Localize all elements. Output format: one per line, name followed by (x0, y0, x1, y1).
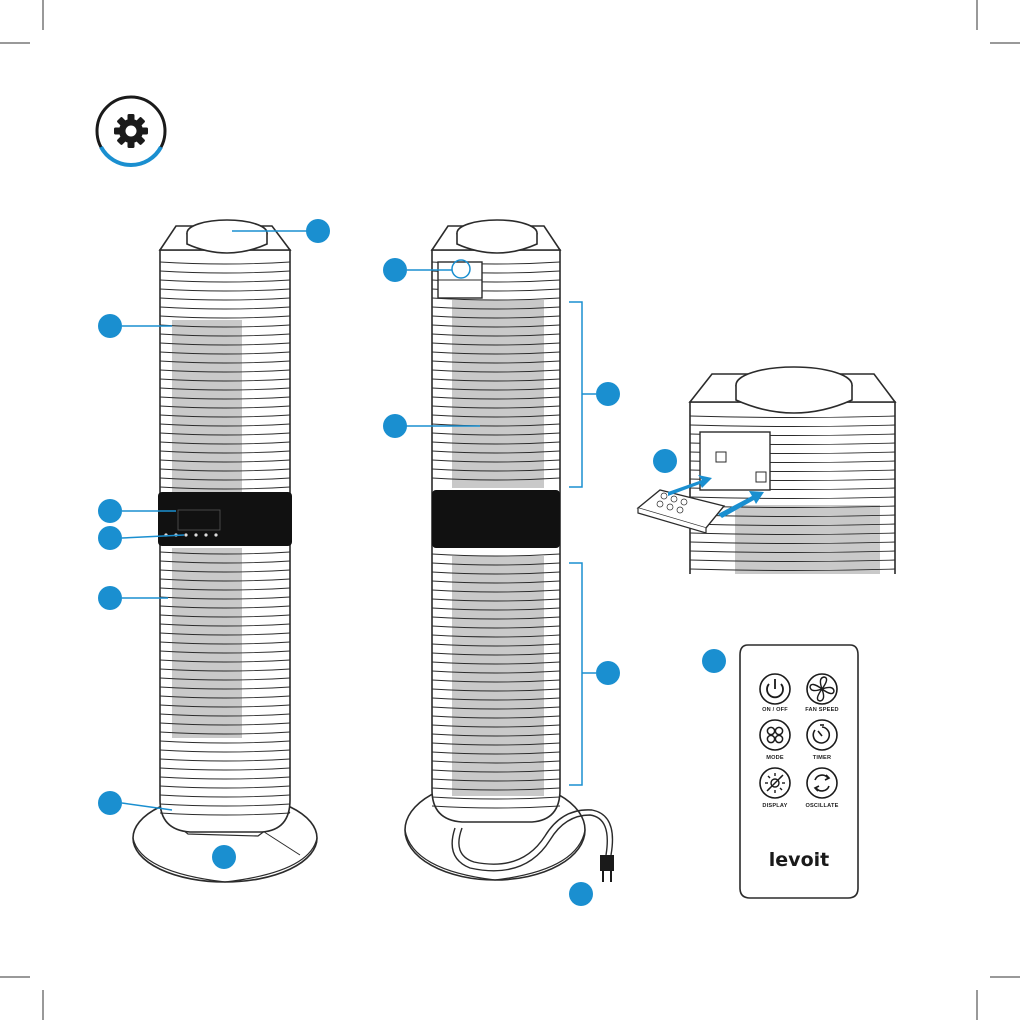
remote-label-oscillate: OSCILLATE (805, 803, 838, 809)
grille-rib (690, 578, 895, 580)
grille-rib (690, 587, 895, 589)
remote-button-oscillate[interactable]: OSCILLATE (805, 768, 838, 809)
remote-button-display[interactable]: DISPLAY (760, 768, 790, 809)
grille-rib (690, 596, 895, 598)
display-icon (765, 773, 785, 793)
gear-icon (97, 97, 165, 165)
brand-logo: levoit (769, 849, 829, 871)
remote-label-fan-speed: FAN SPEED (805, 707, 839, 713)
remote-label-timer: TIMER (813, 755, 831, 761)
remote-button-on-off[interactable]: ON / OFF (760, 674, 790, 713)
tower-front-view (133, 220, 317, 882)
remote-label-on-off: ON / OFF (762, 707, 788, 713)
remote-button-fan-speed[interactable]: FAN SPEED (805, 674, 839, 713)
remote-holder-detail (690, 367, 895, 600)
remote-label-display: DISPLAY (762, 803, 787, 809)
remote-label-mode: MODE (766, 755, 784, 761)
remote-control: ON / OFF FAN SPEED MODE (740, 645, 858, 898)
